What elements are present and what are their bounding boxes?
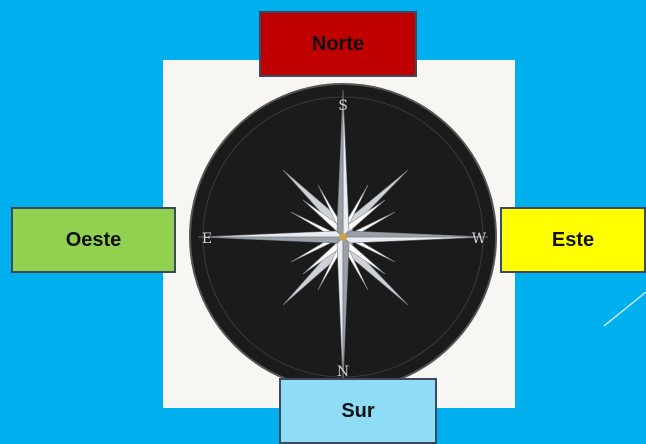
west-label: Oeste: [11, 207, 176, 273]
dial-letter-top: S: [338, 98, 348, 114]
compass-rose-icon: S N E W: [163, 60, 515, 408]
compass-rose-image: S N E W: [163, 60, 515, 408]
decorative-line: [600, 290, 646, 330]
dial-letter-right: W: [472, 231, 487, 247]
east-label: Este: [500, 207, 646, 273]
north-label: Norte: [259, 11, 417, 77]
dial-letter-left: E: [202, 231, 212, 247]
south-label: Sur: [279, 378, 437, 444]
